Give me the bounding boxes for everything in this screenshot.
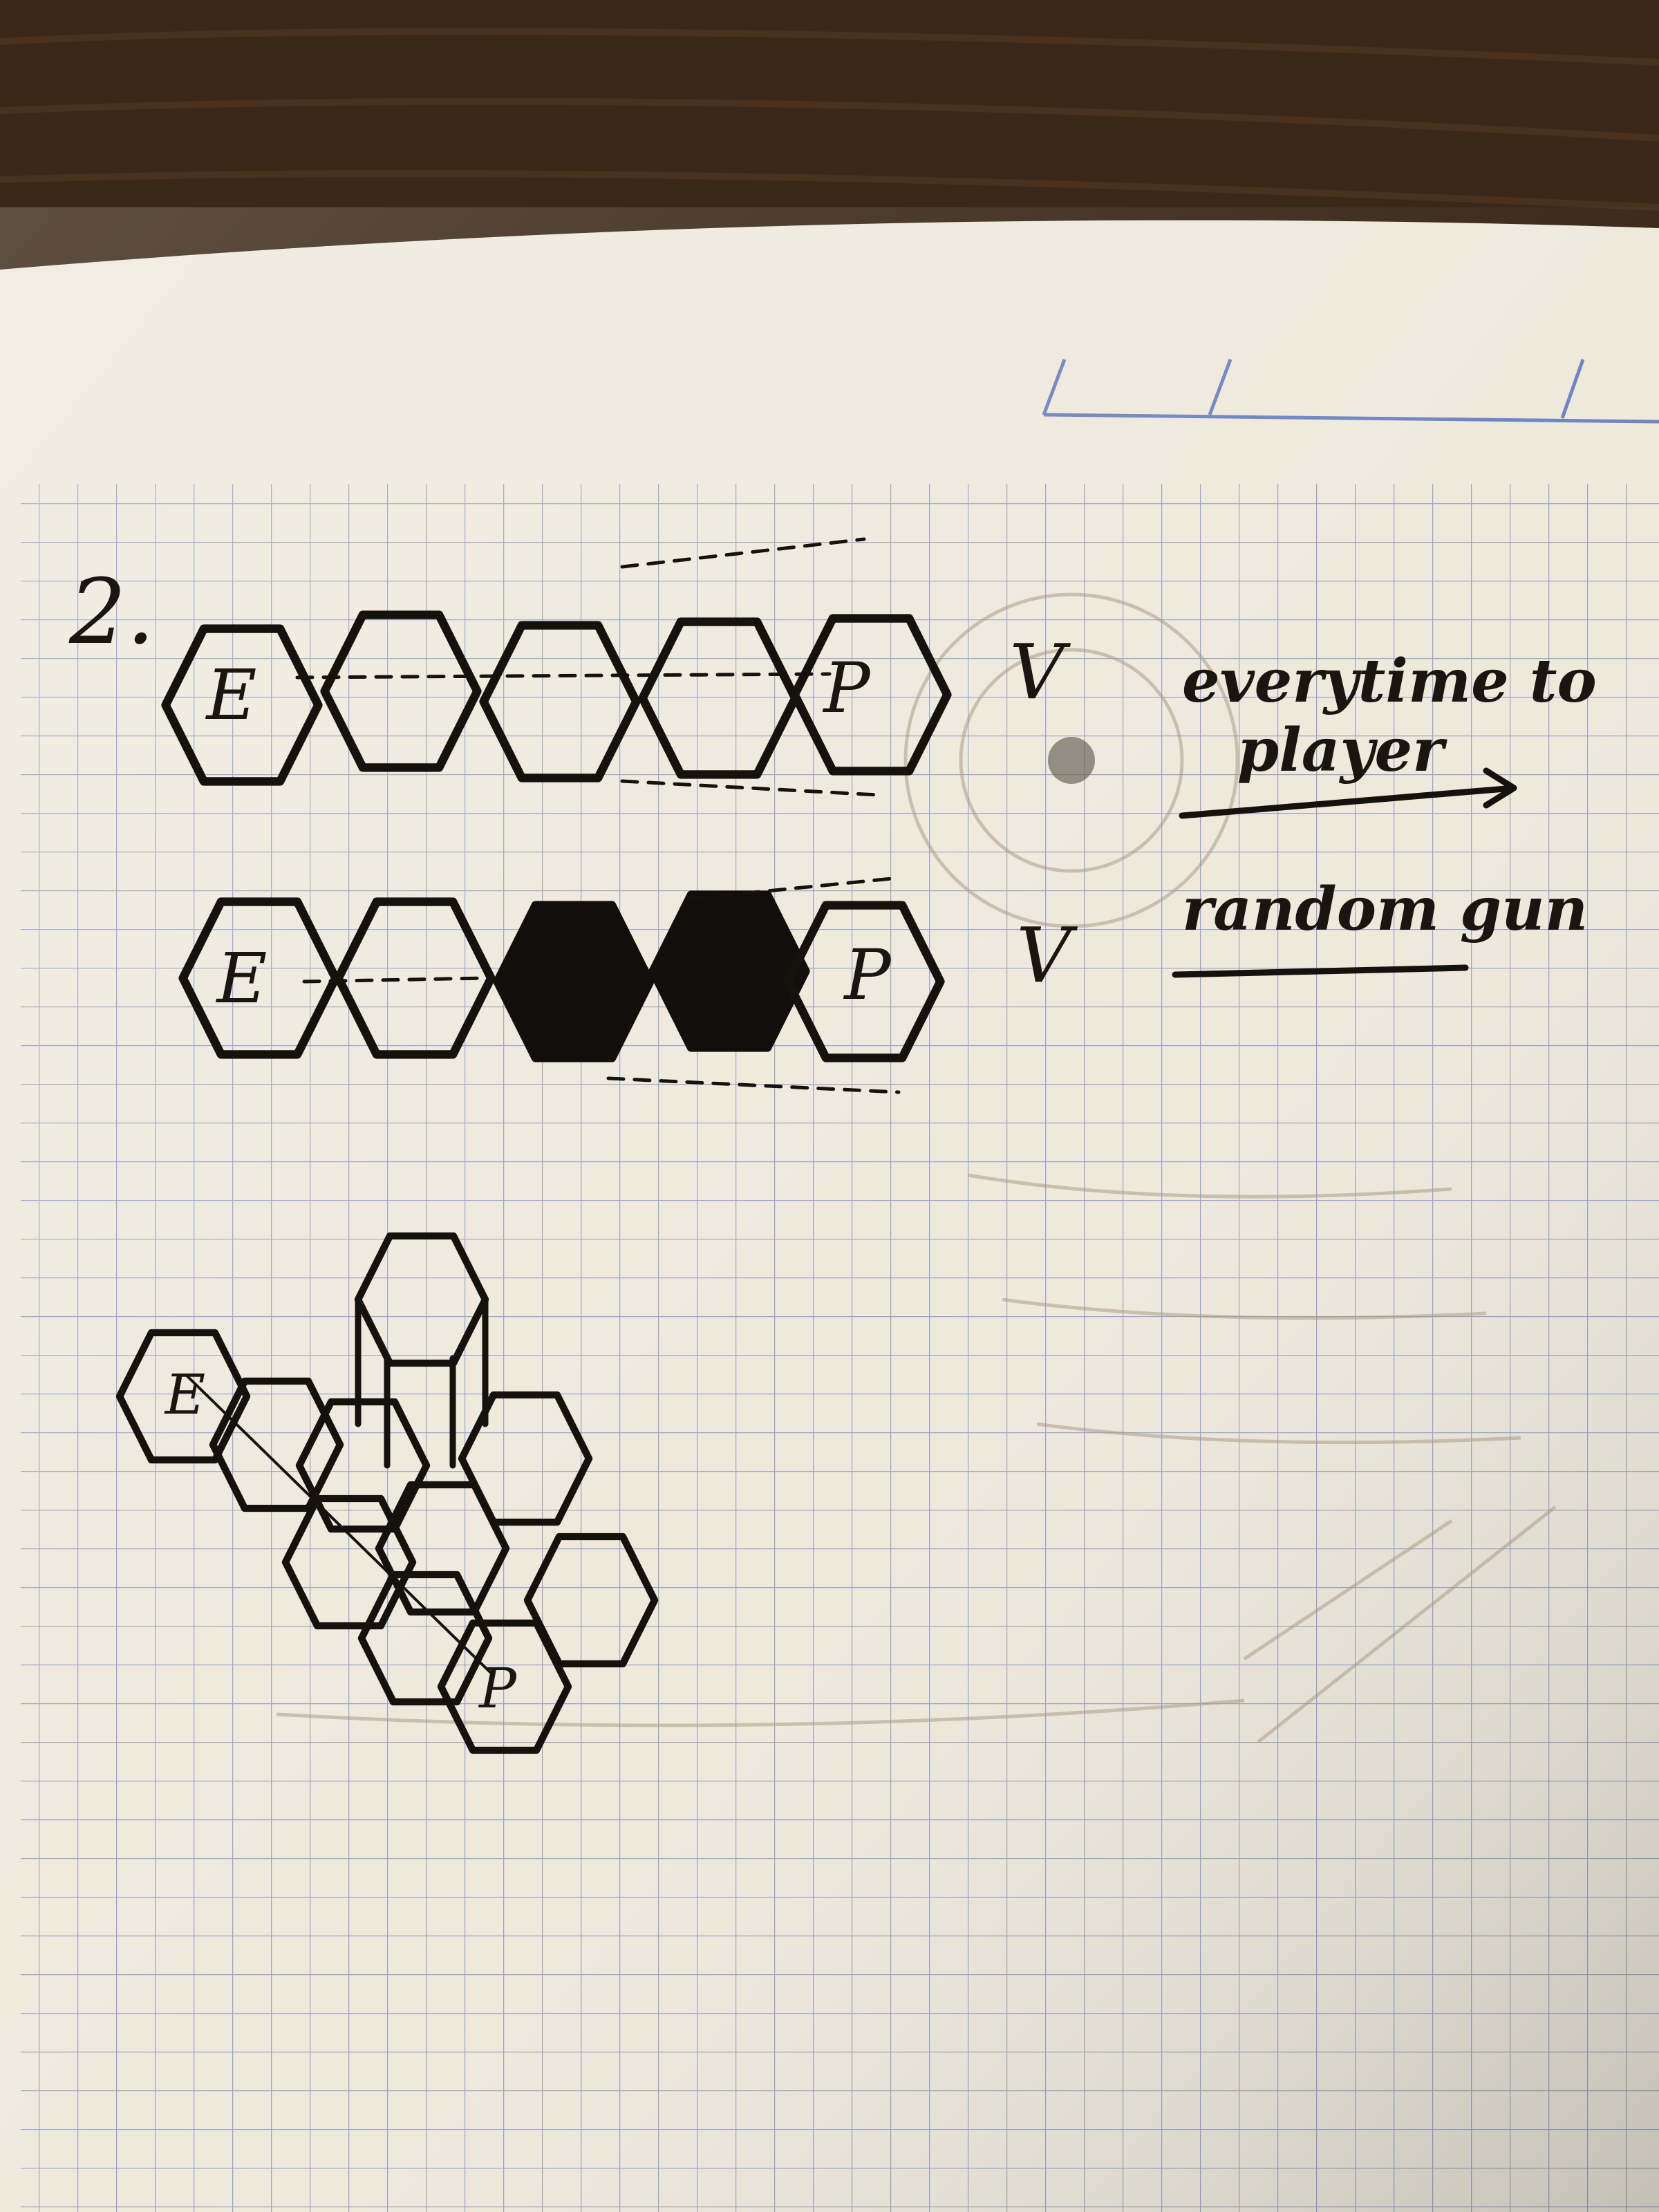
line-of-sight — [185, 1374, 492, 1674]
row1-caption-line1: everytime to — [1182, 646, 1597, 716]
row1-arrow — [1179, 767, 1517, 819]
hex-row-2 — [183, 876, 941, 1094]
row2-end-label: P — [843, 935, 892, 1015]
row1-end-label: P — [822, 648, 871, 729]
bleed-through-marks — [276, 592, 1557, 1743]
cluster-end-label: P — [478, 1656, 517, 1721]
hex-column-sides — [355, 1296, 489, 1469]
hex-cell-blocked — [498, 906, 650, 1058]
row2-caption: random gun — [1182, 874, 1588, 944]
hex-cluster-3d — [120, 1236, 655, 1750]
path-dashes — [606, 1076, 901, 1094]
cluster-start-label: E — [164, 1362, 205, 1427]
path-dashes — [620, 779, 880, 797]
path-dashes — [295, 672, 832, 679]
row2-start-label: E — [216, 938, 268, 1019]
wood-grain — [0, 28, 1659, 211]
hex-row-1 — [166, 537, 948, 797]
hex-cell-blocked — [653, 895, 806, 1048]
path-dashes — [689, 876, 901, 901]
lighting-shade — [0, 207, 1659, 2212]
row2-check-mark: V — [1016, 911, 1078, 1000]
item-number: 2. — [68, 559, 155, 664]
row1-check-mark: V — [1009, 628, 1071, 716]
row1-start-label: E — [205, 655, 257, 735]
path-dashes — [620, 537, 866, 569]
row2-underline — [1172, 964, 1469, 978]
path-dashes — [302, 976, 486, 984]
row1-caption-line2: player — [1237, 715, 1447, 785]
